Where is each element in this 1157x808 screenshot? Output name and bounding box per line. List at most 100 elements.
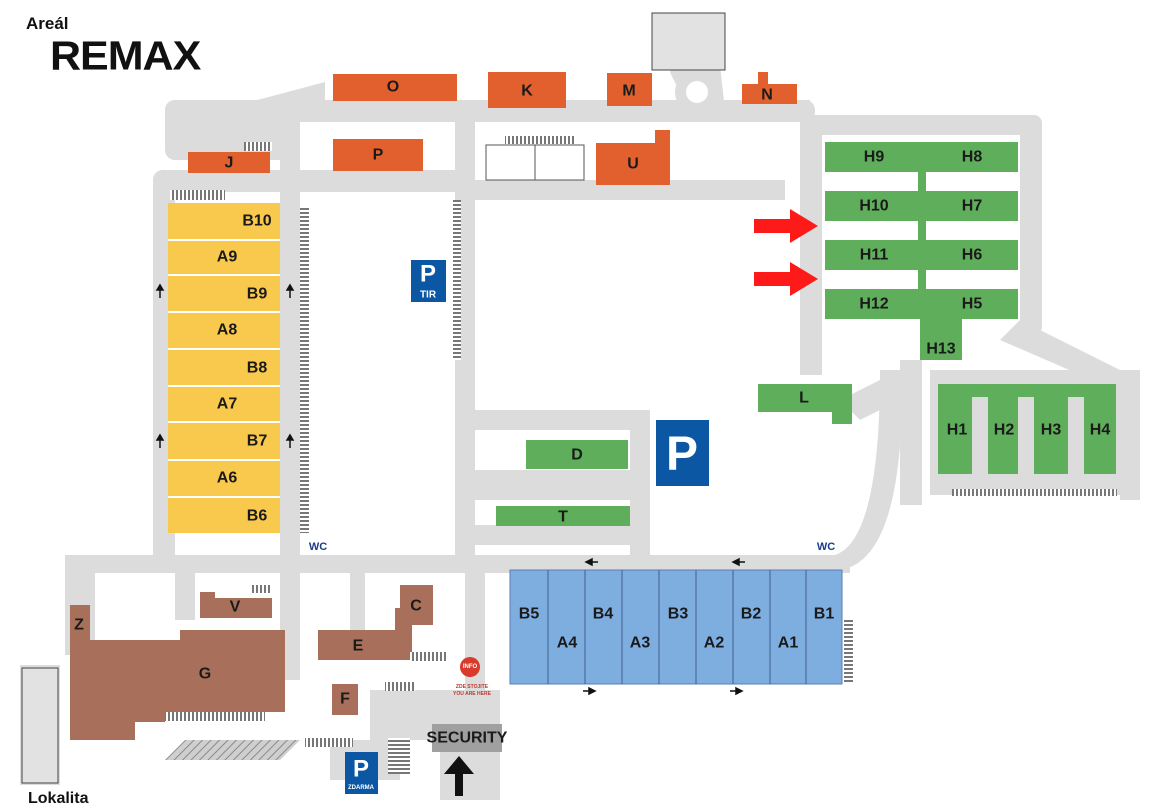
hall-a2-label: A2 [704,635,725,652]
footer-label: Lokalita [28,790,89,807]
hall-b5-label: B5 [519,606,540,623]
building-gray-left [21,667,59,784]
building-k-label: K [521,83,533,100]
building-m-label: M [622,83,635,100]
info-point[interactable]: INFO [460,657,480,677]
hall-h6-label: H6 [962,247,983,264]
building-l[interactable]: L [758,384,852,424]
hall-b7-label: B7 [247,433,268,450]
security-label: SECURITY [427,730,508,747]
main-parking-sign: P [656,420,709,486]
hall-h8-label: H8 [962,149,983,166]
info-label: INFO [463,664,478,670]
building-d-label: D [571,447,583,464]
building-j-label: J [225,155,234,172]
building-g-label: G [199,666,211,683]
building-e-label: E [353,638,364,655]
brown-buildings [70,585,433,740]
hall-b8-label: B8 [247,360,268,377]
hatched-area [165,740,300,760]
parking-bays-left [300,208,309,533]
building-o[interactable]: O [333,74,457,101]
direction-arrows-blue [583,557,745,696]
free-parking-label: ZDARMA [348,785,375,791]
building-c-label: C [410,598,422,615]
remax-logo: REMAX [50,33,201,79]
highlight-arrows [754,209,818,296]
building-u-label: U [627,156,639,173]
building-n-label: N [761,87,773,104]
building-d[interactable]: D [526,440,628,469]
hall-h2-label: H2 [994,422,1015,439]
hall-h9-label: H9 [864,149,885,166]
hall-b1-label: B1 [814,606,835,623]
hall-b2-label: B2 [741,606,762,623]
hall-h4-label: H4 [1090,422,1111,439]
you-are-here-cz: ZDE STOJITE [456,684,489,690]
building-t[interactable]: T [496,506,630,526]
building-l-label: L [799,390,809,407]
security-gate: SECURITY [427,724,508,752]
building-f-label: F [340,691,350,708]
building-z-label: Z [74,617,84,634]
hall-a9-label: A9 [217,249,238,266]
hall-h1-label: H1 [947,422,968,439]
hall-a6-label: A6 [217,470,238,487]
building-k[interactable]: K [488,72,566,108]
building-p[interactable]: P [333,139,423,171]
hall-h12-label: H12 [859,296,888,313]
wc-left-label: WC [309,541,327,553]
hall-b3-label: B3 [668,606,689,623]
building-j[interactable]: J [188,152,270,173]
building-green-h: H9 H8 H10 H7 H11 H6 H12 H5 H13 [825,142,1018,360]
tir-parking-label: TIR [420,290,437,301]
building-yellow-column: B10 A9 B9 A8 B8 A7 B7 A6 B6 [168,203,280,533]
entrance-arrow [444,756,474,796]
hall-a1-label: A1 [778,635,799,652]
building-ce-shape [318,585,433,660]
building-o-label: O [387,79,399,96]
hall-h7-label: H7 [962,198,983,215]
building-v-shape [200,592,272,618]
area-label: Areál [26,14,69,33]
hall-b10-label: B10 [242,213,271,230]
parking-bays-h [952,489,1117,496]
building-n[interactable]: N [742,72,797,104]
hall-h10-label: H10 [859,198,888,215]
building-gray-top [651,12,726,71]
building-t-label: T [558,509,568,526]
hall-b6-label: B6 [247,508,268,525]
hall-a8-label: A8 [217,322,238,339]
building-f-shape [332,684,358,715]
building-u[interactable]: U [596,130,670,185]
building-g-shape [70,605,285,740]
hall-a7-label: A7 [217,396,238,413]
building-m[interactable]: M [607,73,652,106]
parking-bays-blue [844,620,853,684]
building-v-label: V [230,599,241,616]
hall-a3-label: A3 [630,635,651,652]
wc-right-label: WC [817,541,835,553]
you-are-here-en: YOU ARE HERE [453,691,492,697]
hall-h3-label: H3 [1041,422,1062,439]
hall-a4-label: A4 [557,635,578,652]
tir-parking-p: P [420,261,436,288]
free-parking-sign: P ZDARMA [345,752,378,794]
brand-header: Areál REMAX [26,14,201,79]
hall-h5-label: H5 [962,296,983,313]
building-p-label: P [373,147,384,164]
free-parking-p: P [353,756,369,783]
hall-b9-label: B9 [247,286,268,303]
parking-bays-tir [453,200,461,360]
hall-b4-label: B4 [593,606,614,623]
building-h1-h4: H1 H2 H3 H4 [938,384,1116,474]
red-arrow-h10 [754,209,818,243]
orange-buildings: O K M N J P U [188,72,797,185]
red-arrow-h11 [754,262,818,296]
direction-arrows-yellow [155,283,295,448]
tir-parking-sign: P TIR [411,260,446,302]
hall-h11-label: H11 [860,247,889,264]
hall-h13-label: H13 [926,341,955,358]
main-parking-p: P [666,428,698,481]
